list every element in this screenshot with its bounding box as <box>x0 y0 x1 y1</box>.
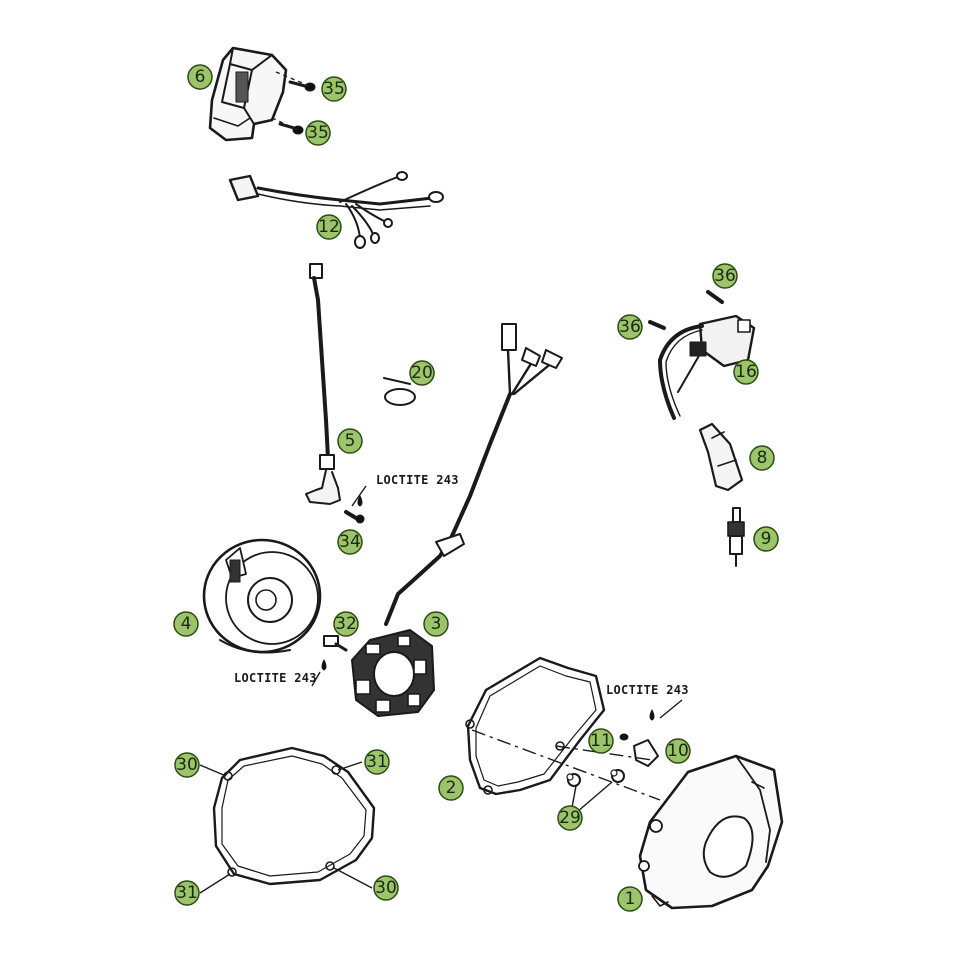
callout-cover-plate: 10 <box>665 738 691 764</box>
svg-text:36: 36 <box>714 266 736 286</box>
cover-screw <box>619 709 655 741</box>
pickup-cable <box>305 263 341 505</box>
callout-spark-plug: 9 <box>753 526 779 552</box>
flywheel <box>202 538 322 654</box>
dowel-right <box>610 769 625 783</box>
callout-coil-screw-top: 36 <box>712 263 738 289</box>
svg-text:16: 16 <box>735 362 757 382</box>
spark-plug <box>727 507 745 567</box>
cdi-screw-top <box>288 80 316 92</box>
callout-pickup-screw: 34 <box>337 529 363 555</box>
svg-text:30: 30 <box>375 878 397 898</box>
pickup-screw <box>344 495 365 524</box>
svg-text:11: 11 <box>590 731 612 751</box>
callout-ignition-cover: 1 <box>617 886 643 912</box>
svg-text:32: 32 <box>335 614 357 634</box>
cdi-unit <box>208 46 288 142</box>
svg-text:9: 9 <box>761 529 772 549</box>
svg-text:29: 29 <box>559 808 581 828</box>
callout-cdi-unit: 6 <box>187 64 213 90</box>
callout-gasket-bottom-left: 31 <box>174 880 200 906</box>
svg-text:6: 6 <box>195 67 206 87</box>
gasket-large <box>465 656 606 796</box>
stator-cable <box>384 323 563 626</box>
callout-cdi-screw-bottom: 35 <box>305 120 331 146</box>
callout-gasket-top-left: 30 <box>174 752 200 778</box>
spark-plug-cap <box>698 422 744 492</box>
cover-plate <box>633 739 659 767</box>
loctite-note-ignition: LOCTITE 243 <box>376 473 459 487</box>
stator-screw <box>321 635 348 671</box>
svg-text:31: 31 <box>176 883 198 903</box>
svg-text:3: 3 <box>431 614 442 634</box>
wiring-harness <box>228 171 444 249</box>
ignition-cover <box>638 754 784 910</box>
callout-gasket-bottom-right: 30 <box>373 875 399 901</box>
svg-text:8: 8 <box>757 448 768 468</box>
stator <box>351 629 435 717</box>
callout-pickup-cable: 5 <box>337 428 363 454</box>
svg-text:1: 1 <box>625 889 636 909</box>
svg-text:34: 34 <box>339 532 361 552</box>
svg-text:35: 35 <box>323 79 345 99</box>
svg-text:5: 5 <box>345 431 356 451</box>
svg-text:10: 10 <box>667 741 689 761</box>
dowel-left <box>566 773 581 787</box>
coil-screw-top <box>706 290 724 304</box>
svg-text:2: 2 <box>446 778 457 798</box>
callout-cable-tie: 20 <box>409 360 435 386</box>
callout-stator-screw: 32 <box>333 611 359 637</box>
gasket-small <box>212 746 376 886</box>
cdi-screw-bottom <box>278 122 304 135</box>
callout-ignition-coil: 16 <box>733 359 759 385</box>
callout-gasket-top-right: 31 <box>364 749 390 775</box>
svg-text:30: 30 <box>176 755 198 775</box>
callout-wiring-harness: 12 <box>316 214 342 240</box>
svg-text:4: 4 <box>181 614 192 634</box>
callout-gasket-large: 2 <box>438 775 464 801</box>
callout-stator: 3 <box>423 611 449 637</box>
callout-cover-screw: 11 <box>588 728 614 754</box>
callout-coil-screw-left: 36 <box>617 314 643 340</box>
loctite-note-stator: LOCTITE 243 <box>234 671 317 685</box>
callout-spark-plug-cap: 8 <box>749 445 775 471</box>
callout-dowel: 29 <box>557 805 583 831</box>
svg-text:20: 20 <box>411 363 433 383</box>
cable-tie <box>383 377 416 406</box>
svg-text:31: 31 <box>366 752 388 772</box>
coil-screw-left <box>648 320 666 330</box>
svg-text:35: 35 <box>307 123 329 143</box>
svg-text:12: 12 <box>318 217 340 237</box>
callout-flywheel: 4 <box>173 611 199 637</box>
loctite-note-cover: LOCTITE 243 <box>606 683 689 697</box>
svg-text:36: 36 <box>619 317 641 337</box>
callout-cdi-screw-top: 35 <box>321 76 347 102</box>
